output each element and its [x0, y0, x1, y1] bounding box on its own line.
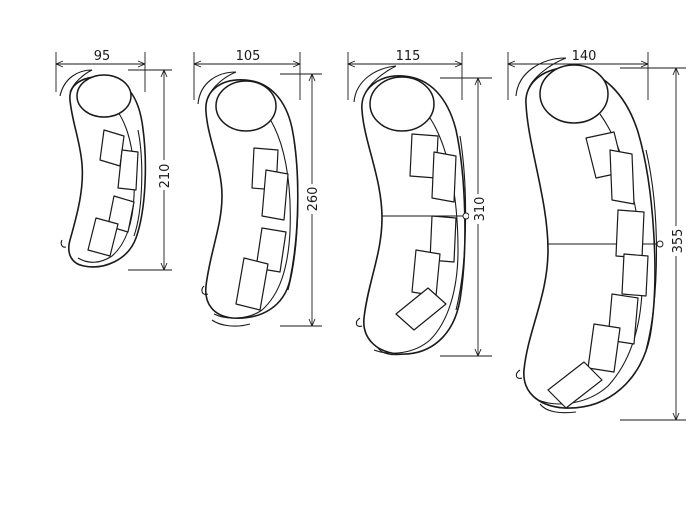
height-label: 210 — [158, 164, 173, 189]
pillow — [395, 287, 447, 331]
pillow — [615, 209, 645, 259]
headrest — [369, 76, 435, 132]
height-dimension: 310 — [440, 77, 492, 357]
height-label: 310 — [473, 197, 488, 222]
width-dimension: 140 — [507, 49, 649, 100]
pillow — [547, 361, 603, 409]
headrest — [539, 64, 609, 124]
width-label: 115 — [396, 49, 421, 64]
width-label: 140 — [572, 49, 597, 64]
sofa-95x210: 95 210 — [55, 49, 173, 271]
headrest — [76, 74, 132, 118]
height-label: 355 — [671, 229, 686, 254]
height-label: 260 — [306, 187, 321, 212]
pillow — [429, 215, 457, 263]
height-dimension: 355 — [620, 67, 686, 421]
sofa-140x355: 140 355 — [507, 49, 686, 421]
headrest — [215, 80, 277, 132]
width-label: 105 — [236, 49, 261, 64]
sofa-115x310: 115 310 — [347, 49, 492, 357]
width-dimension: 105 — [193, 49, 301, 100]
width-dimension: 115 — [347, 49, 463, 100]
pillow — [587, 323, 621, 373]
width-label: 95 — [94, 49, 111, 64]
pillow — [621, 253, 649, 297]
pillow — [235, 257, 269, 311]
sofa-105x260: 105 260 — [193, 49, 322, 327]
sofa-body — [361, 75, 466, 355]
pillow — [261, 169, 289, 221]
height-dimension: 260 — [280, 73, 322, 327]
pillow — [609, 149, 635, 205]
pillow — [117, 149, 139, 191]
width-dimension: 95 — [55, 49, 146, 92]
height-dimension: 210 — [128, 69, 173, 271]
pillow — [431, 151, 457, 203]
pillow — [87, 217, 119, 257]
pillow — [255, 227, 287, 273]
